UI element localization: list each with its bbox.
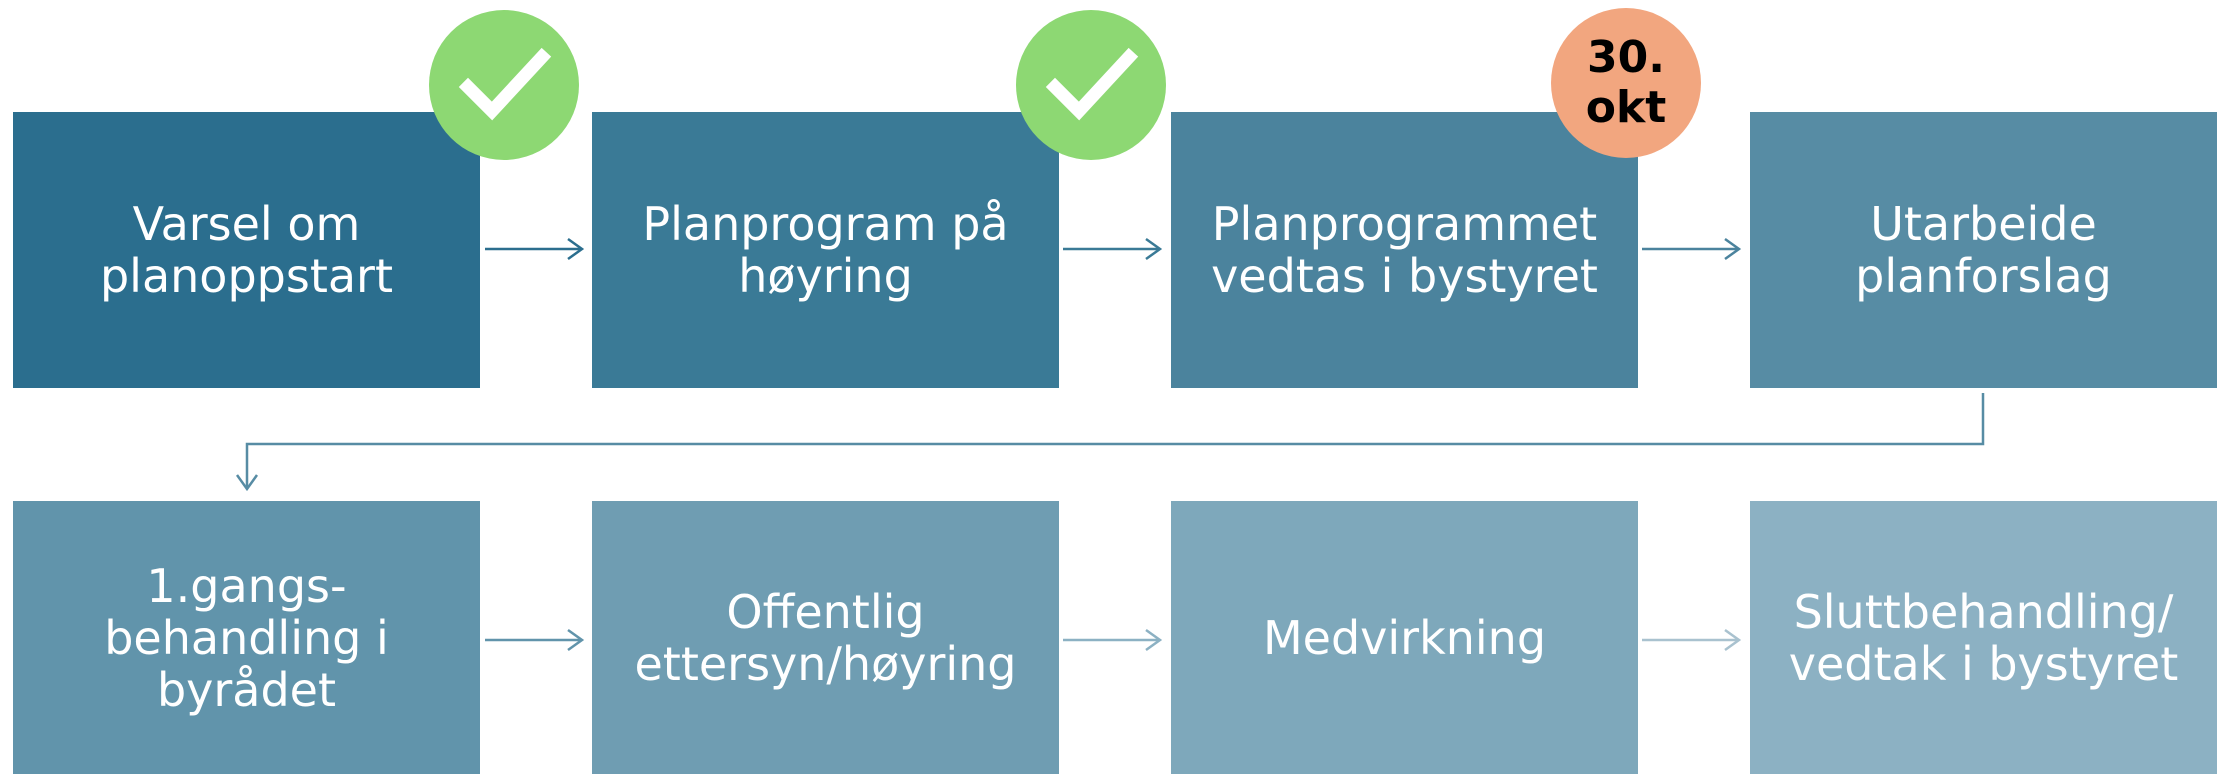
checkmark-icon <box>458 47 552 121</box>
step-planprogram-pa-hoyring: Planprogram på høyring <box>592 112 1059 388</box>
step-forstegangsbehandling: 1.gangs- behandling i byrådet <box>13 501 480 774</box>
arrow-step7-to-step8 <box>1642 628 1742 652</box>
step-label-line: planoppstart <box>99 249 393 303</box>
arrow-step6-to-step7 <box>1063 628 1163 652</box>
arrow-step2-to-step3 <box>1063 237 1163 261</box>
step-label-line: planforslag <box>1855 249 2112 303</box>
step-label-line: Planprogram på <box>642 197 1009 251</box>
step-label-line: Sluttbehandling/ <box>1793 584 2174 639</box>
date-badge-month: okt <box>1585 82 1667 133</box>
step-varsel-om-planoppstart: Varsel om planoppstart <box>13 112 480 388</box>
step-label-line: høyring <box>738 249 913 303</box>
completed-badge-step2 <box>1016 10 1166 160</box>
step-offentlig-ettersyn: Offentlig ettersyn/høyring <box>592 501 1059 774</box>
step-label-line: Varsel om <box>132 197 361 251</box>
step-label-line: 1.gangs- <box>146 558 347 613</box>
step-medvirkning: Medvirkning <box>1171 501 1638 774</box>
step-label-line: ettersyn/høyring <box>634 636 1017 691</box>
checkmark-icon <box>1045 47 1139 121</box>
step-label-line: behandling i <box>104 610 389 665</box>
arrow-step3-to-step4 <box>1642 237 1742 261</box>
step-label-line: byrådet <box>156 662 337 717</box>
arrow-step1-to-step2 <box>485 237 585 261</box>
step-label-line: vedtak i bystyret <box>1788 636 2179 691</box>
step-label-line: Planprogrammet <box>1211 197 1598 251</box>
completed-badge-step1 <box>429 10 579 160</box>
step-utarbeide-planforslag: Utarbeide planforslag <box>1750 112 2217 388</box>
step-label-line: Offentlig <box>726 584 925 639</box>
arrow-step5-to-step6 <box>485 628 585 652</box>
arrow-row1-to-row2 <box>235 393 1985 492</box>
step-sluttbehandling: Sluttbehandling/ vedtak i bystyret <box>1750 501 2217 774</box>
step-label-line: vedtas i bystyret <box>1211 249 1598 303</box>
date-badge-day: 30. <box>1587 32 1665 83</box>
date-badge-step3: 30. okt <box>1551 8 1701 158</box>
step-label-line: Utarbeide <box>1870 197 2097 251</box>
step-planprogrammet-vedtas: Planprogrammet vedtas i bystyret <box>1171 112 1638 388</box>
step-label-line: Medvirkning <box>1262 610 1547 665</box>
